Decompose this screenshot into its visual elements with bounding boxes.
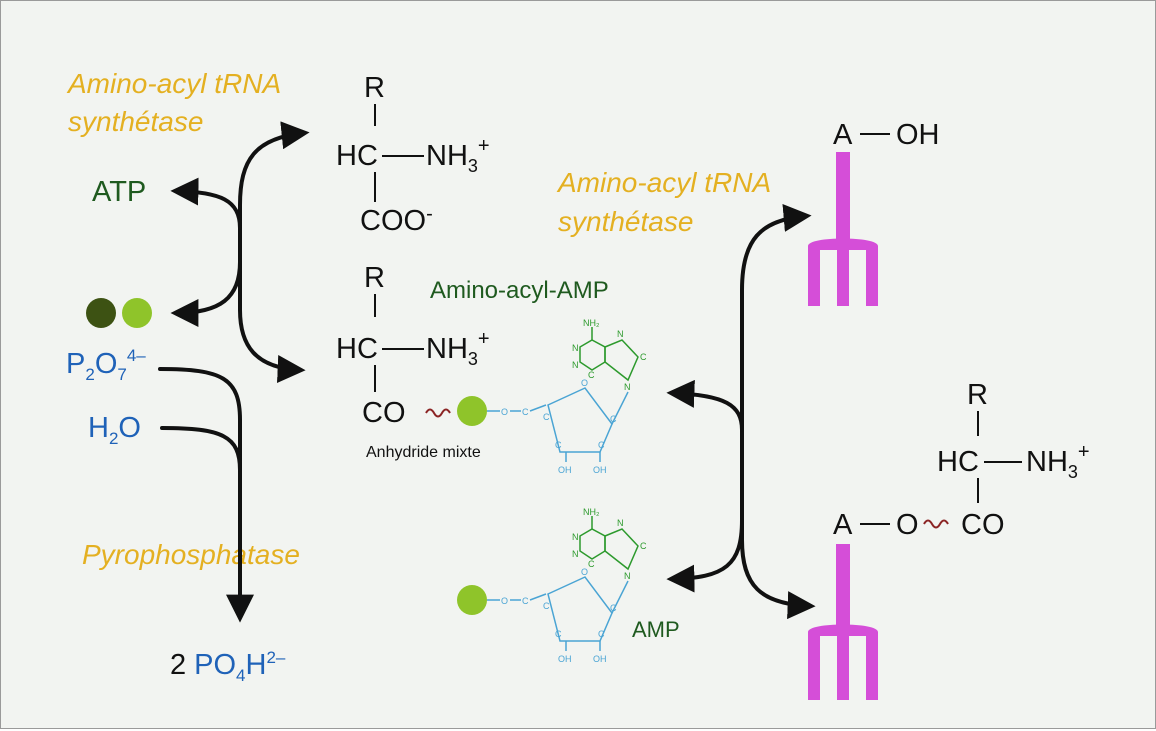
svg-text:OH: OH [558, 465, 572, 475]
enzyme-label-mid-line1: Amino-acyl tRNA [556, 167, 771, 198]
svg-text:OH: OH [593, 654, 607, 664]
svg-text:OH: OH [896, 119, 940, 151]
enzyme-label-top-line1: Amino-acyl tRNA [66, 68, 281, 99]
svg-text:CO: CO [961, 509, 1005, 541]
svg-text:N: N [624, 571, 631, 581]
svg-text:O: O [896, 509, 919, 541]
pyrophosphate-formula: P2O74– [66, 346, 146, 384]
svg-text:R: R [967, 379, 988, 411]
svg-text:NH3+: NH3+ [426, 135, 490, 176]
svg-text:A: A [833, 509, 853, 541]
svg-text:OH: OH [593, 465, 607, 475]
svg-text:C: C [555, 440, 562, 450]
enzyme-label-top-line2: synthétase [68, 106, 203, 137]
phosphate-circle-bottom [457, 585, 487, 615]
svg-text:C: C [522, 407, 529, 417]
svg-text:C: C [598, 629, 605, 639]
amino-acid-top: R HC NH3+ COO- [336, 72, 490, 237]
anhydride-bond-squiggle [425, 408, 451, 418]
svg-text:N: N [617, 518, 624, 528]
svg-text:C: C [610, 603, 617, 613]
svg-text:NH₂: NH₂ [583, 507, 600, 517]
svg-text:A: A [833, 119, 853, 151]
svg-text:R: R [364, 72, 385, 104]
svg-text:NH₂: NH₂ [583, 318, 600, 328]
svg-text:O: O [501, 407, 508, 417]
phosphate-circle-top [457, 396, 487, 426]
svg-text:N: N [572, 532, 579, 542]
svg-text:NH3+: NH3+ [426, 328, 490, 369]
svg-text:OH: OH [558, 654, 572, 664]
svg-text:NH3+: NH3+ [1026, 441, 1090, 482]
svg-text:N: N [624, 382, 631, 392]
phosphate-light-circle [122, 298, 152, 328]
svg-text:C: C [588, 370, 595, 380]
svg-text:C: C [588, 559, 595, 569]
right-reaction-arrows [666, 204, 816, 620]
svg-text:COO-: COO- [360, 203, 433, 237]
svg-text:C: C [555, 629, 562, 639]
water-formula: H2O [88, 412, 141, 448]
trna-top-shape [808, 152, 878, 306]
atp-label: ATP [92, 176, 146, 208]
svg-text:C: C [543, 601, 550, 611]
svg-text:C: C [640, 352, 647, 362]
nucleotide-top: O C O C C C C OH OH NH₂ N N C N C N [457, 318, 647, 475]
svg-text:R: R [364, 262, 385, 294]
svg-text:HC: HC [336, 140, 378, 172]
svg-text:CO: CO [362, 397, 406, 429]
svg-text:C: C [610, 414, 617, 424]
svg-text:N: N [572, 360, 579, 370]
svg-text:O: O [581, 567, 588, 577]
enzyme-label-pyrophosphatase: Pyrophosphatase [82, 539, 300, 570]
svg-text:C: C [543, 412, 550, 422]
svg-text:C: C [598, 440, 605, 450]
svg-text:N: N [572, 343, 579, 353]
trna-bottom-shape [808, 544, 878, 700]
ester-bond-squiggle [923, 519, 949, 529]
nucleotide-bottom: O C O C C C C OH OH NH₂ N N C N C N [457, 507, 647, 664]
svg-text:C: C [522, 596, 529, 606]
svg-text:N: N [572, 549, 579, 559]
amino-acid-bottom-right: R HC NH3+ CO [937, 379, 1090, 541]
amp-label: AMP [632, 617, 680, 642]
trna-bottom: A O [808, 509, 949, 700]
anhydride-mixte-label: Anhydride mixte [366, 444, 481, 461]
amino-acid-middle: R HC NH3+ CO [336, 262, 490, 429]
enzyme-label-mid-line2: synthétase [558, 206, 693, 237]
phosphate-dark-circle [86, 298, 116, 328]
svg-text:O: O [501, 596, 508, 606]
svg-text:N: N [617, 329, 624, 339]
svg-text:HC: HC [336, 333, 378, 365]
trna-top: A OH [808, 119, 940, 306]
svg-text:O: O [581, 378, 588, 388]
svg-text:C: C [640, 541, 647, 551]
left-reaction-arrows [158, 121, 310, 623]
svg-text:HC: HC [937, 446, 979, 478]
amino-acyl-amp-label: Amino-acyl-AMP [430, 277, 609, 304]
